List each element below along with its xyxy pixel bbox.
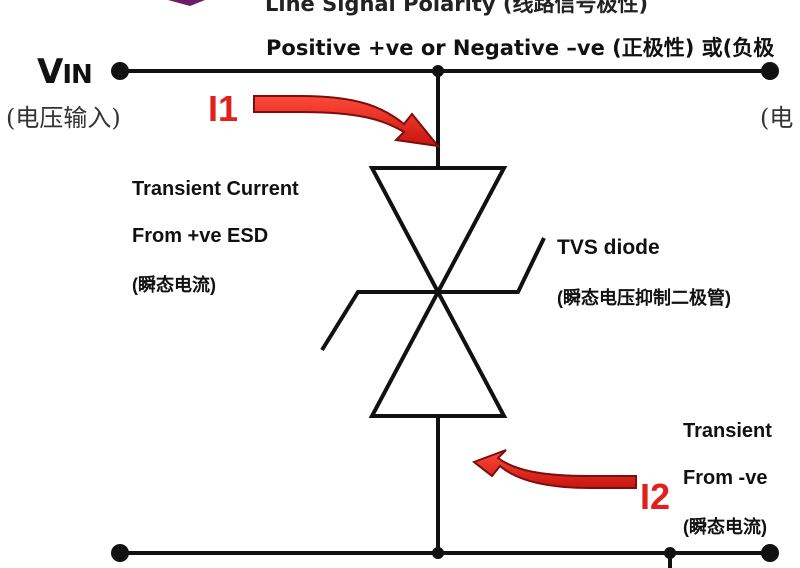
vin-cn-label: (电压输入) [6,104,121,132]
polarity-pointer-arrow [168,0,205,6]
vout-terminal [761,62,779,80]
transient-left-line1: Transient Current [132,178,299,200]
polarity-title: Line Signal Polarity (线路信号极性) [265,0,649,16]
tvs-diode-symbol [320,166,546,418]
tvs-label-line1: TVS diode [557,236,660,259]
transient-left-line2: From +ve ESD [132,225,269,247]
vin-main: V [37,52,63,92]
transient-left-line3: (瞬态电流) [132,275,216,295]
vin-terminal [111,62,129,80]
i2-label: I2 [640,476,671,517]
bottom-right-terminal [761,544,779,562]
i2-current-arrow [471,449,637,489]
bottom-left-terminal [111,544,129,562]
i1-current-arrow [253,95,441,148]
zener-bar [320,237,546,352]
transient-right-line3: (瞬态电流) [683,517,767,537]
i1-label: I1 [208,88,239,129]
vin-subscript: IN [62,60,92,90]
lower-diode-triangle [368,287,508,418]
transient-right-line1: Transient [683,420,772,442]
polarity-options: Positive +ve or Negative –ve (正极性) 或(负极 [266,36,775,60]
transient-right-line2: From -ve [683,467,768,489]
upper-diode-triangle [368,166,508,297]
tvs-label-line2: (瞬态电压抑制二极管) [557,288,731,308]
vin-label: VIN [37,52,93,92]
vout-cn-label: (电 [760,104,794,132]
